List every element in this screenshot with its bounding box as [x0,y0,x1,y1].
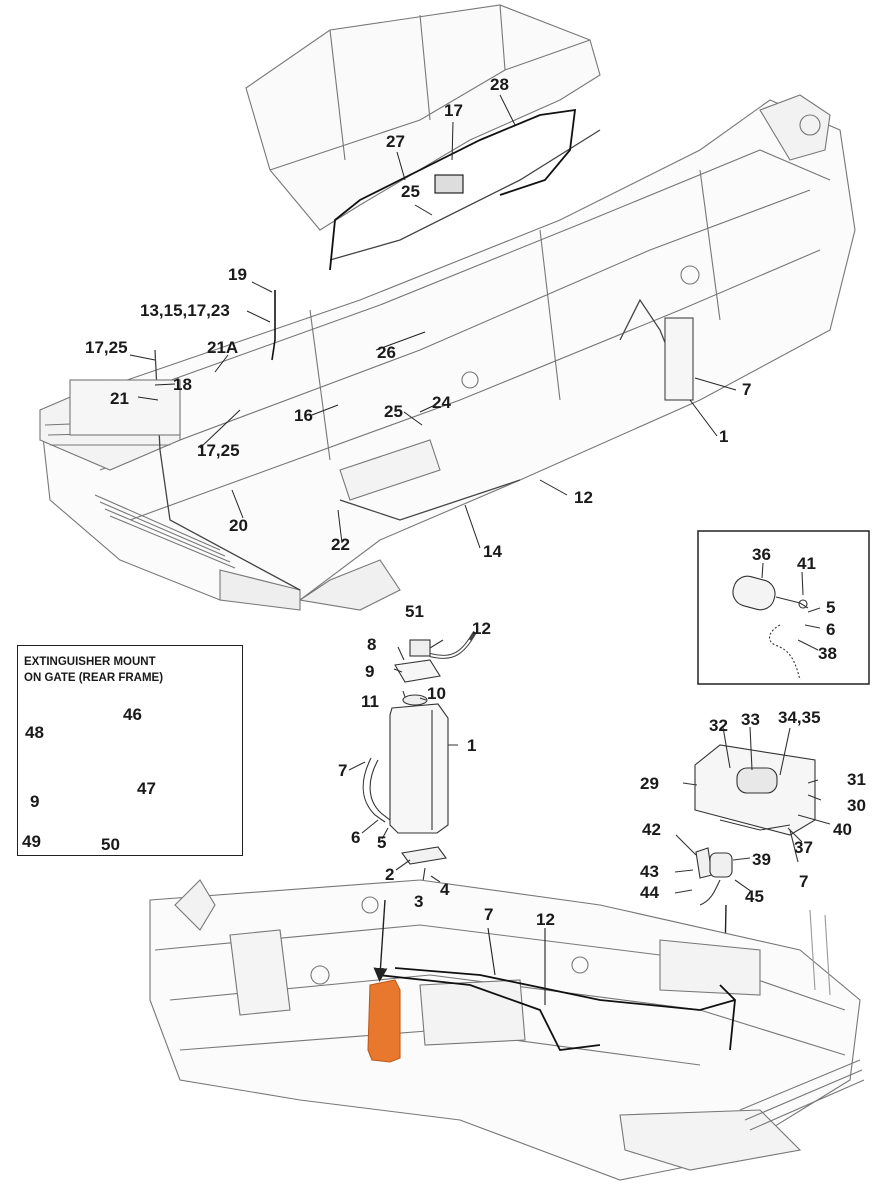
callout-25: 25 [401,182,420,201]
callout-43: 43 [640,862,659,881]
callout-10: 10 [427,684,446,703]
battery-assembly-drawing [674,726,831,965]
callout-14: 14 [483,542,502,561]
callout-19: 19 [228,265,247,284]
callout-6-mid: 6 [351,828,361,847]
right-inset-drawing [697,530,870,685]
inset-title: EXTINGUISHER MOUNT ON GATE (REAR FRAME) [24,654,163,686]
callout-51: 51 [405,602,424,621]
callout-42: 42 [642,820,661,839]
callout-27: 27 [386,132,405,151]
callout-7-right: 7 [799,872,809,891]
callout-12-top: 12 [574,488,593,507]
callout-12-bottom: 12 [536,910,555,929]
callout-25-mid: 25 [384,402,403,421]
callout-48: 48 [25,723,44,742]
callout-34-35: 34,35 [778,708,821,727]
inset-title-line-2: ON GATE (REAR FRAME) [24,672,164,684]
callout-40: 40 [833,820,852,839]
callout-31: 31 [847,770,866,789]
callout-33: 33 [741,710,760,729]
callout-17-25: 17,25 [85,338,128,357]
callout-16: 16 [294,406,313,425]
callout-39: 39 [752,850,771,869]
callout-8: 8 [367,635,377,654]
callout-3: 3 [414,892,424,911]
callout-28: 28 [490,75,509,94]
callout-24: 24 [432,393,451,412]
callout-2: 2 [385,865,395,884]
callout-49: 49 [22,832,41,851]
callout-1-top: 1 [719,427,729,446]
callout-21A: 21A [207,338,239,357]
callout-26: 26 [377,343,396,362]
callout-29: 29 [640,774,659,793]
callout-30: 30 [847,796,866,815]
callout-44: 44 [640,883,659,902]
callout-41: 41 [797,554,816,573]
callout-6-right: 6 [826,620,836,639]
callout-47: 47 [137,779,156,798]
callout-7-bottom: 7 [484,905,494,924]
callout-17-25-b: 17,25 [197,441,240,460]
callout-13-15-17-23: 13,15,17,23 [140,301,230,320]
callout-50: 50 [101,835,120,854]
callout-12-mid: 12 [472,619,491,638]
callout-4: 4 [440,880,450,899]
bottom-frame-drawing [149,879,865,1181]
callout-5-right: 5 [826,598,836,617]
top-frame-drawing [39,4,856,611]
callout-20: 20 [229,516,248,535]
callout-21: 21 [110,389,129,408]
callout-46: 46 [123,705,142,724]
callout-7-mid: 7 [338,761,348,780]
callout-32: 32 [709,716,728,735]
callout-18: 18 [173,375,192,394]
top-leader-lines [129,94,737,549]
cylinder-exploded-drawing [348,630,477,889]
callout-11: 11 [361,692,379,711]
callout-37: 37 [794,838,813,857]
highlighted-cylinder [367,979,401,1063]
callout-45: 45 [745,887,764,906]
callout-5-mid: 5 [377,833,387,852]
callout-36: 36 [752,545,771,564]
callout-9-inset: 9 [30,792,40,811]
callout-17: 17 [444,101,463,120]
callout-7-top: 7 [742,380,752,399]
callout-1-mid: 1 [467,736,477,755]
inset-title-line-1: EXTINGUISHER MOUNT [24,656,156,668]
callout-38: 38 [818,644,837,663]
callout-9-mid: 9 [365,662,375,681]
callout-22: 22 [331,535,350,554]
extinguisher-mount-inset: EXTINGUISHER MOUNT ON GATE (REAR FRAME) [17,645,243,856]
